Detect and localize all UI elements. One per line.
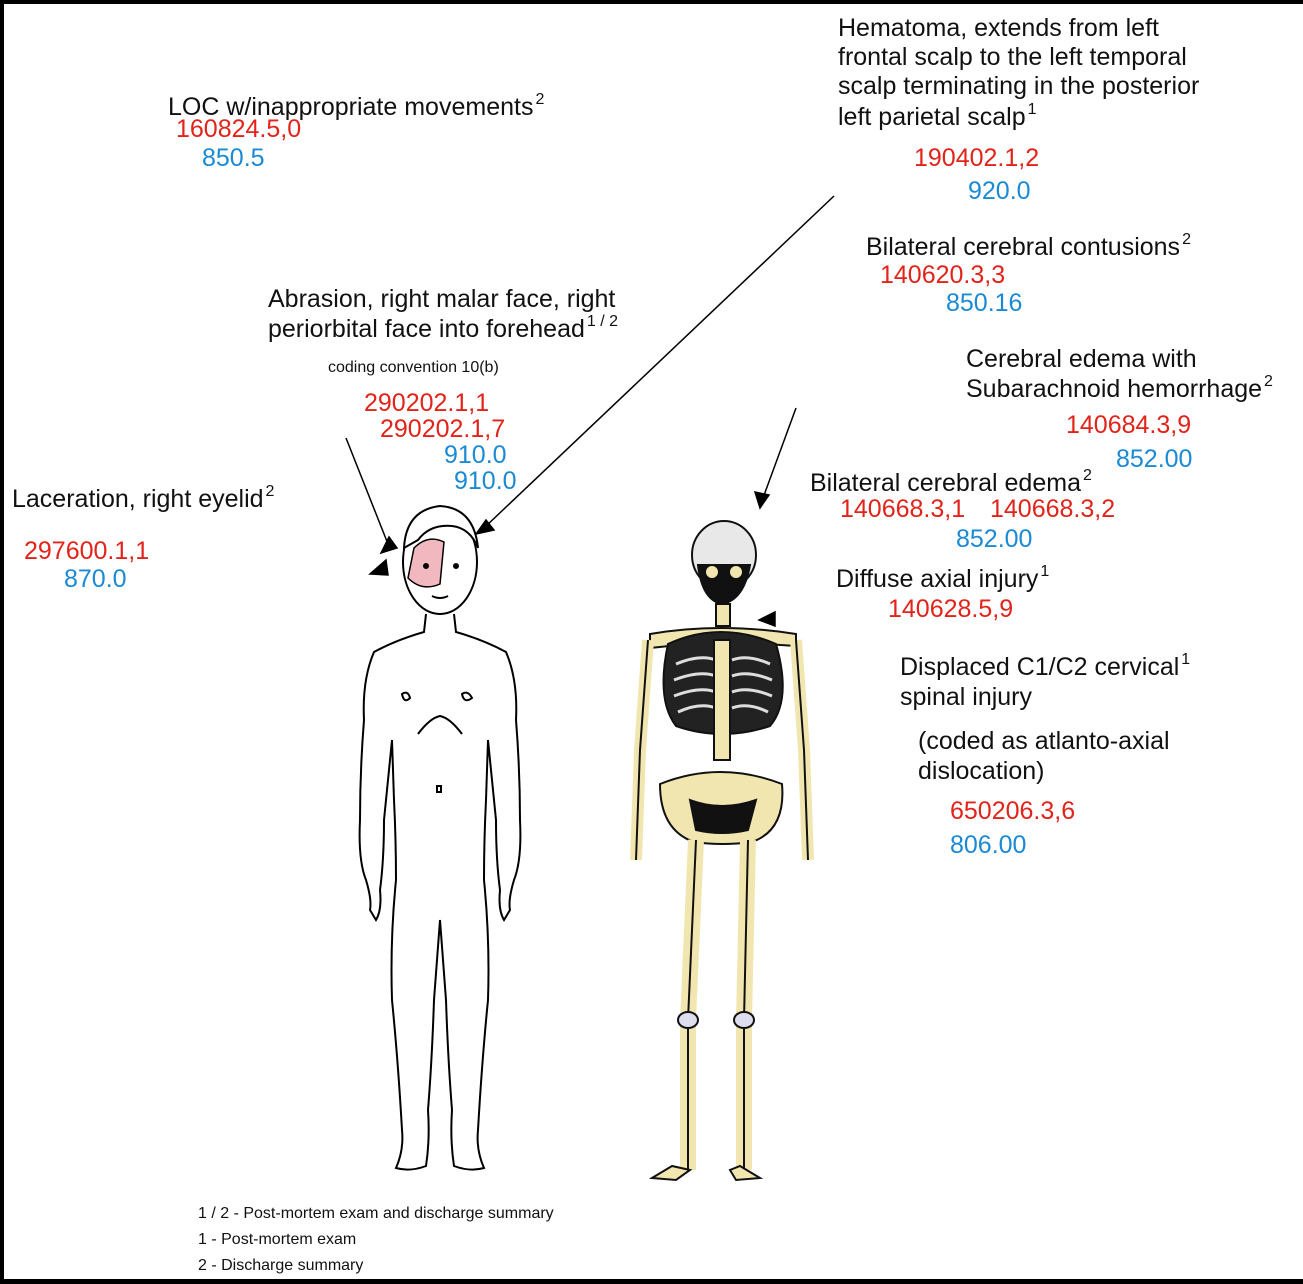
cervical-icd-code: 806.00	[950, 830, 1026, 860]
abrasion-icd-code-2: 910.0	[454, 466, 517, 496]
laceration-icd-code: 870.0	[64, 564, 127, 594]
loc-ais-code: 160824.5,0	[176, 114, 301, 144]
arrow-edema	[763, 408, 796, 498]
contusions-ais-code: 140620.3,3	[880, 260, 1005, 290]
arrow-cervical	[759, 612, 775, 626]
contusions-icd-code: 850.16	[946, 288, 1022, 318]
abrasion-note: coding convention 10(b)	[328, 358, 499, 378]
legend-item-postmortem: 1 - Post-mortem exam	[198, 1230, 356, 1250]
edema-sah-line-1: Cerebral edema with	[966, 344, 1197, 374]
cervical-ais-code: 650206.3,6	[950, 796, 1075, 826]
hematoma-line-2: frontal scalp to the left temporal	[838, 42, 1187, 72]
hematoma-ais-code: 190402.1,2	[914, 143, 1039, 173]
edema-sah-icd-code: 852.00	[1116, 444, 1192, 474]
edema-icd-code: 852.00	[956, 524, 1032, 554]
cervical-line-2: spinal injury	[900, 682, 1032, 712]
arrow-laceration	[370, 560, 388, 575]
human-outline-figure	[360, 506, 521, 1170]
legend-item-both: 1 / 2 - Post-mortem exam and discharge s…	[198, 1204, 554, 1224]
loc-icd-code: 850.5	[202, 143, 265, 173]
legend-item-discharge: 2 - Discharge summary	[198, 1256, 363, 1276]
cervical-note-line-1: (coded as atlanto-axial	[918, 726, 1170, 756]
edema-sah-ais-code: 140684.3,9	[1066, 410, 1191, 440]
edema-ais-code-1: 140668.3,1	[840, 494, 965, 524]
skeleton-figure	[636, 521, 808, 1180]
hematoma-line-3: scalp terminating in the posterior	[838, 71, 1199, 101]
hematoma-icd-code: 920.0	[968, 176, 1031, 206]
arrow-hematoma	[485, 196, 834, 527]
hematoma-line-1: Hematoma, extends from left	[838, 13, 1159, 43]
dai-ais-code: 140628.5,9	[888, 594, 1013, 624]
abrasion-line-1: Abrasion, right malar face, right	[268, 284, 615, 314]
edema-ais-code-2: 140668.3,2	[990, 494, 1115, 524]
arrow-abrasion	[346, 438, 388, 544]
laceration-ais-code: 297600.1,1	[24, 536, 149, 566]
cervical-note-line-2: dislocation)	[918, 756, 1044, 786]
